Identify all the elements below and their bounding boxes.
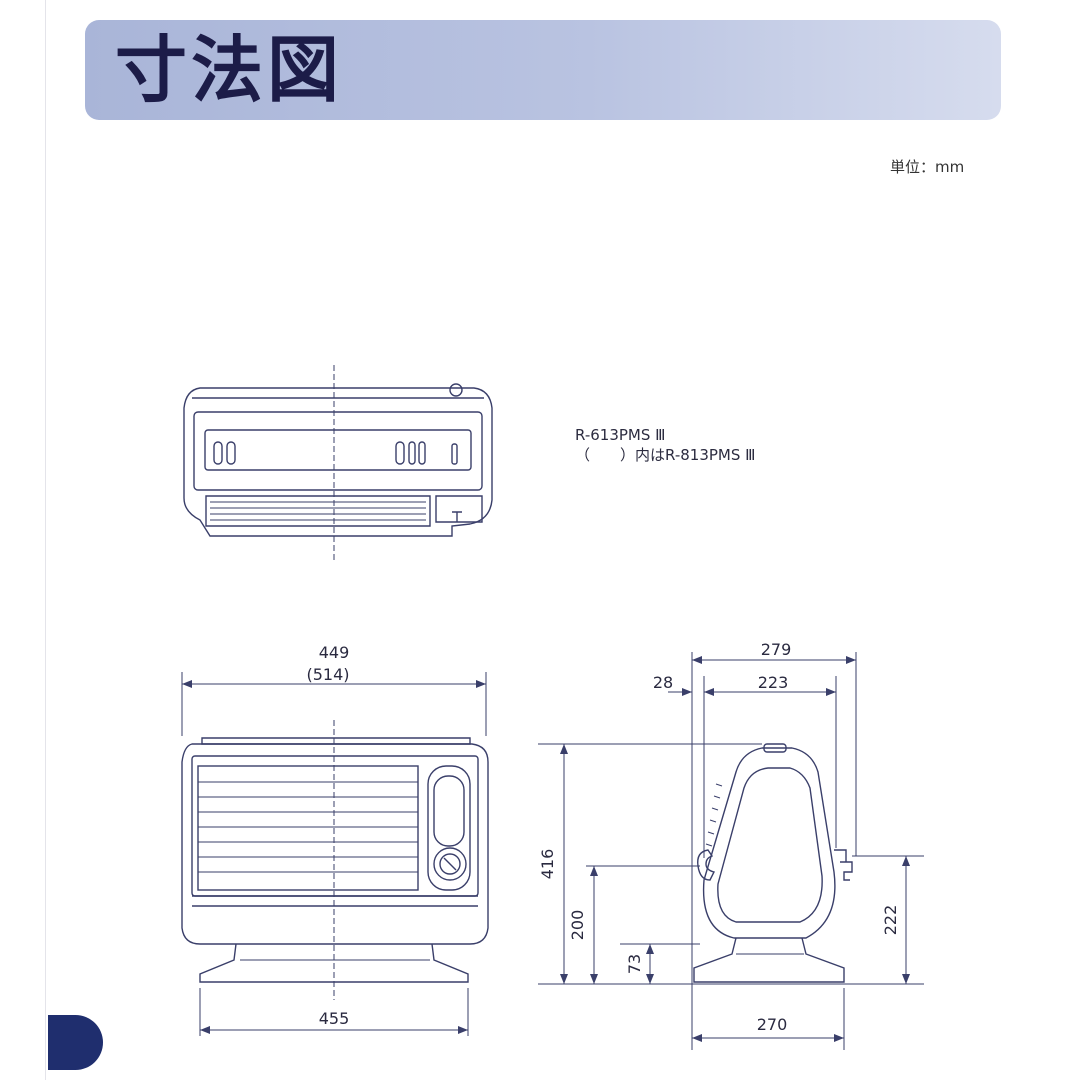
page-title: 寸法図 <box>115 28 344 112</box>
dim-base-width: 455 <box>319 1009 350 1028</box>
dim-handle-height: 200 <box>568 910 587 941</box>
dim-front-width: 449 <box>319 643 350 662</box>
dim-knob-height: 222 <box>881 905 900 936</box>
unit-label: 単位：mm <box>890 158 965 176</box>
side-view <box>538 652 924 1050</box>
title-banner: 寸法図 <box>85 20 1001 120</box>
page-tab <box>48 1015 103 1070</box>
dim-depth-total: 279 <box>761 640 792 659</box>
model-alternate-note: （ ）内はR-813PMS Ⅲ <box>575 446 756 464</box>
dim-base-depth: 270 <box>757 1015 788 1034</box>
dim-offset: 28 <box>653 673 673 692</box>
dim-front-width-alt: (514) <box>306 665 349 684</box>
dim-base-height: 73 <box>625 954 644 974</box>
top-view <box>183 365 493 562</box>
dim-body-depth: 223 <box>758 673 789 692</box>
model-primary: R-613PMS Ⅲ <box>575 426 666 444</box>
page-edge-line <box>45 0 46 1080</box>
model-info: R-613PMS Ⅲ （ ）内はR-813PMS Ⅲ <box>575 425 755 465</box>
front-view <box>181 672 489 1036</box>
dim-height: 416 <box>538 849 557 880</box>
